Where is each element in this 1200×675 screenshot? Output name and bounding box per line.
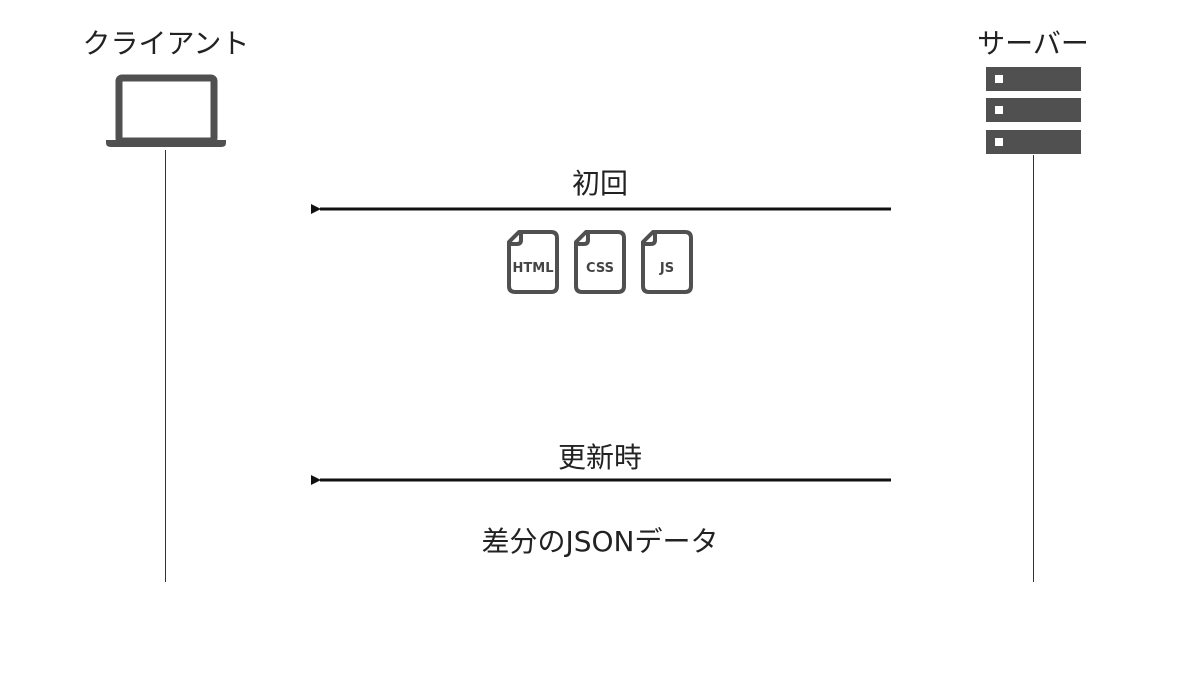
update-message-label: 更新時	[557, 441, 642, 474]
laptop-icon	[106, 74, 226, 147]
client-lifeline	[165, 150, 166, 582]
server-lifeline	[1033, 155, 1034, 582]
css-file-label: CSS	[586, 261, 614, 276]
js-file-icon: JS	[641, 230, 693, 294]
html-file-icon: HTML	[507, 230, 559, 294]
server-icon	[986, 67, 1081, 154]
css-file-icon: CSS	[574, 230, 626, 294]
html-file-label: HTML	[513, 261, 554, 276]
js-file-label: JS	[659, 261, 674, 276]
server-label: サーバー	[977, 27, 1089, 60]
initial-message-label: 初回	[571, 167, 628, 200]
update-payload-label: 差分のJSONデータ	[481, 525, 719, 558]
client-label: クライアント	[82, 27, 250, 60]
